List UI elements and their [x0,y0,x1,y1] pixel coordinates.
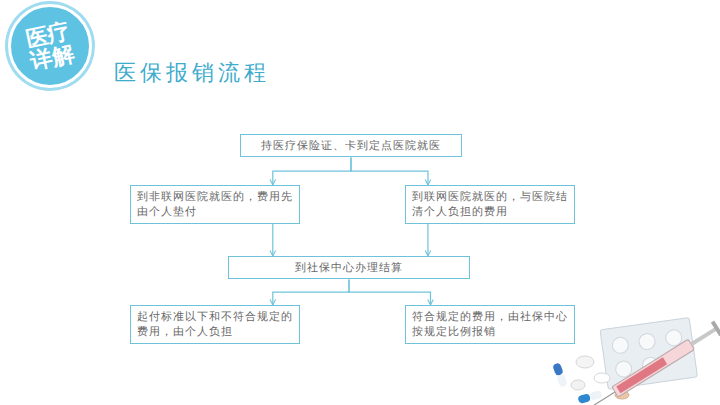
process-box: 起付标准以下和不符合规定的费用，由个人负担 [130,305,300,344]
logo-badge: 医疗 详解 [8,4,92,88]
process-box: 到社保中心办理结算 [228,256,470,279]
box-text: 到非联网医院就医的，费用先由个人垫付 [137,189,293,220]
flow-arrow [273,157,351,185]
box-text: 持医疗保险证、卡到定点医院就医 [247,138,455,153]
flow-arrow [272,224,273,256]
pills [552,356,629,404]
process-box: 符合规定的费用，由社保中心按规定比例报销 [405,305,575,344]
box-text: 起付标准以下和不符合规定的费用，由个人负担 [137,309,293,340]
page-title: 医保报销流程 [114,58,270,88]
process-box: 到联网医院就医的，与医院结清个人负担的费用 [405,185,575,224]
flow-arrow [349,279,431,305]
box-text: 到社保中心办理结算 [235,260,463,275]
badge-text: 医疗 详解 [22,18,79,73]
box-text: 到联网医院就医的，与医院结清个人负担的费用 [412,189,568,220]
flow-arrow [351,157,428,185]
syringe [587,321,720,405]
process-box: 到非联网医院就医的，费用先由个人垫付 [130,185,300,224]
flow-arrow [273,279,349,305]
process-box: 持医疗保险证、卡到定点医院就医 [240,134,462,157]
flow-arrow [427,224,428,256]
box-text: 符合规定的费用，由社保中心按规定比例报销 [412,309,568,340]
